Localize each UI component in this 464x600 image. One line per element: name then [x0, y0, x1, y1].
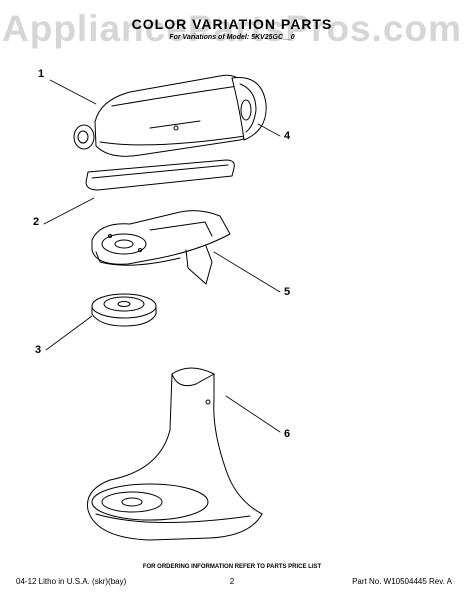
gear-disc-part [91, 293, 157, 327]
base-pedestal-part [86, 367, 263, 541]
page-title: COLOR VARIATION PARTS [131, 16, 333, 32]
leader-lines [43, 79, 281, 433]
ordering-note: FOR ORDERING INFORMATION REFER TO PARTS … [142, 564, 322, 570]
callout-4: 4 [284, 130, 291, 142]
callout-5: 5 [284, 286, 291, 298]
part-number: Part No. W10504445 Rev. A [352, 577, 452, 586]
callout-1: 1 [38, 68, 45, 80]
gear-housing-part [91, 210, 231, 285]
watermark: AppliancePartsPros.com [2, 8, 462, 49]
motor-housing-part [73, 74, 253, 157]
page-subtitle: For Variations of Model: 5KV25GC__0 [169, 34, 295, 41]
callout-2: 2 [33, 216, 40, 228]
callout-3: 3 [35, 344, 42, 356]
page-number: 2 [229, 577, 235, 586]
side-trim-part [231, 77, 267, 141]
trim-band-part [85, 159, 235, 191]
callout-6: 6 [284, 428, 291, 440]
litho-info: 04-12 Litho in U.S.A. (skr)(bay) [16, 577, 127, 586]
